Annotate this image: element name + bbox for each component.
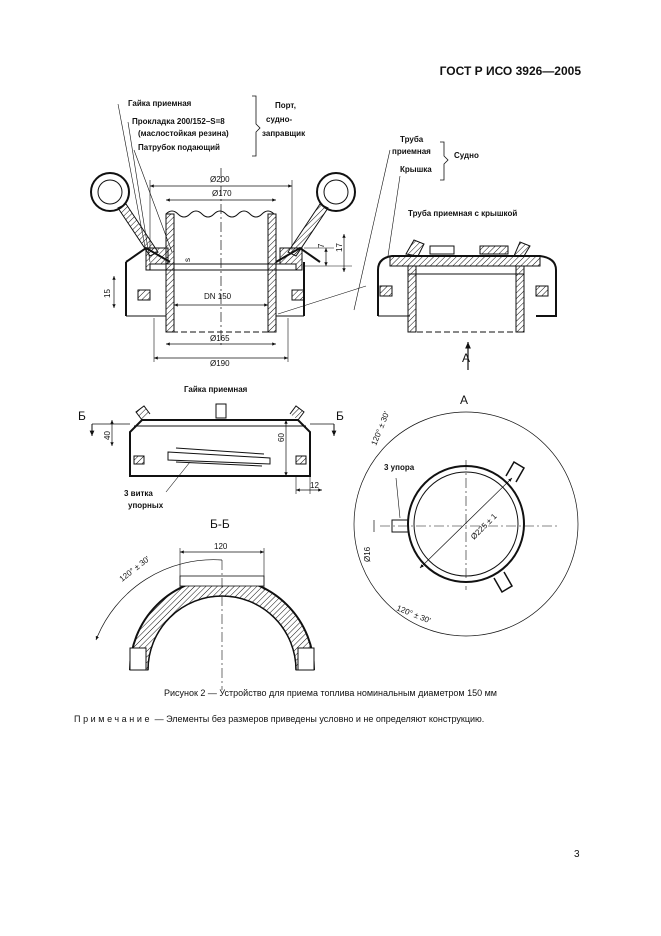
dim-angle-2: 120° ± 30' xyxy=(395,604,432,626)
figure-caption: Рисунок 2 — Устройство для приема топлив… xyxy=(163,688,497,698)
label-threads-1: 3 витка xyxy=(124,489,153,498)
dim-dn150: DN 150 xyxy=(204,292,232,301)
section-bb-view xyxy=(95,548,315,690)
label-section-bb: Б-Б xyxy=(210,517,230,531)
label-cover: Крышка xyxy=(400,165,432,174)
label-view-a-arrow: А xyxy=(462,351,470,365)
dim-s: s xyxy=(183,258,192,262)
main-assembly-view xyxy=(90,103,367,362)
label-section-b-left: Б xyxy=(78,409,86,423)
dim-d200: Ø200 xyxy=(210,175,230,184)
label-threads-2: упорных xyxy=(128,501,164,510)
dim-12: 12 xyxy=(310,481,319,490)
view-a xyxy=(353,411,579,637)
dim-15: 15 xyxy=(103,289,112,298)
label-section-b-right: Б xyxy=(336,409,344,423)
label-pipe-2: приемная xyxy=(392,147,431,156)
document-header: ГОСТ Р ИСО 3926—2005 xyxy=(439,64,581,78)
label-branch-pipe: Патрубок подающий xyxy=(138,143,220,152)
dim-40: 40 xyxy=(103,431,112,440)
label-nut: Гайка приемная xyxy=(128,99,192,108)
label-port-2: судно- xyxy=(266,115,292,124)
dim-d190: Ø190 xyxy=(210,359,230,368)
figure-note: Примечание — Элементы без размеров приве… xyxy=(74,714,484,724)
dim-120: 120 xyxy=(214,542,228,551)
label-ship: Судно xyxy=(454,151,479,160)
label-port-3: заправщик xyxy=(262,129,306,138)
label-pipe-with-cover: Труба приемная с крышкой xyxy=(408,209,517,218)
label-pipe-1: Труба xyxy=(400,135,424,144)
label-view-a-title: А xyxy=(460,393,468,407)
note-text: — Элементы без размеров приведены условн… xyxy=(152,714,485,724)
note-heading: Примечание xyxy=(74,714,153,724)
dim-d170: Ø170 xyxy=(212,189,232,198)
dim-17: 17 xyxy=(335,243,344,252)
label-stops: 3 упора xyxy=(384,463,415,472)
nut-view xyxy=(89,403,337,494)
dim-angle-1: 120° ± 30' xyxy=(370,410,392,447)
dim-d165: Ø165 xyxy=(210,334,230,343)
dim-7: 7 xyxy=(317,243,326,248)
label-gasket-1: Прокладка 200/152–S=8 xyxy=(132,117,225,126)
page-number: 3 xyxy=(574,849,580,860)
label-gasket-2: (маслостойкая резина) xyxy=(138,129,229,138)
dim-d16: Ø16 xyxy=(363,546,372,562)
label-nut-view: Гайка приемная xyxy=(184,385,248,394)
pipe-with-cover-view xyxy=(353,149,557,370)
label-port-1: Порт, xyxy=(275,101,296,110)
dim-60: 60 xyxy=(277,433,286,442)
